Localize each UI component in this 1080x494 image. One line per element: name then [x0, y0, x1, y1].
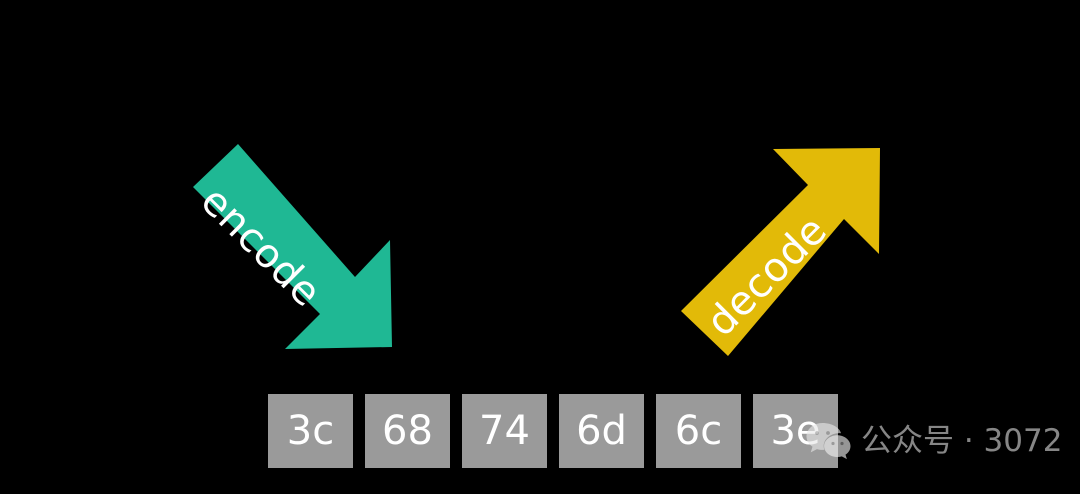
wechat-icon	[805, 421, 851, 461]
byte-box: 6c	[656, 394, 741, 468]
byte-box: 68	[365, 394, 450, 468]
byte-box: 6d	[559, 394, 644, 468]
decode-arrow	[681, 148, 880, 356]
byte-box: 3c	[268, 394, 353, 468]
encode-arrow	[193, 144, 392, 349]
watermark-label: 公众号 · 3072	[861, 422, 1063, 459]
byte-box: 74	[462, 394, 547, 468]
byte-sequence: 3c 68 74 6d 6c 3e	[268, 394, 838, 468]
watermark: 公众号 · 3072	[805, 421, 1062, 461]
